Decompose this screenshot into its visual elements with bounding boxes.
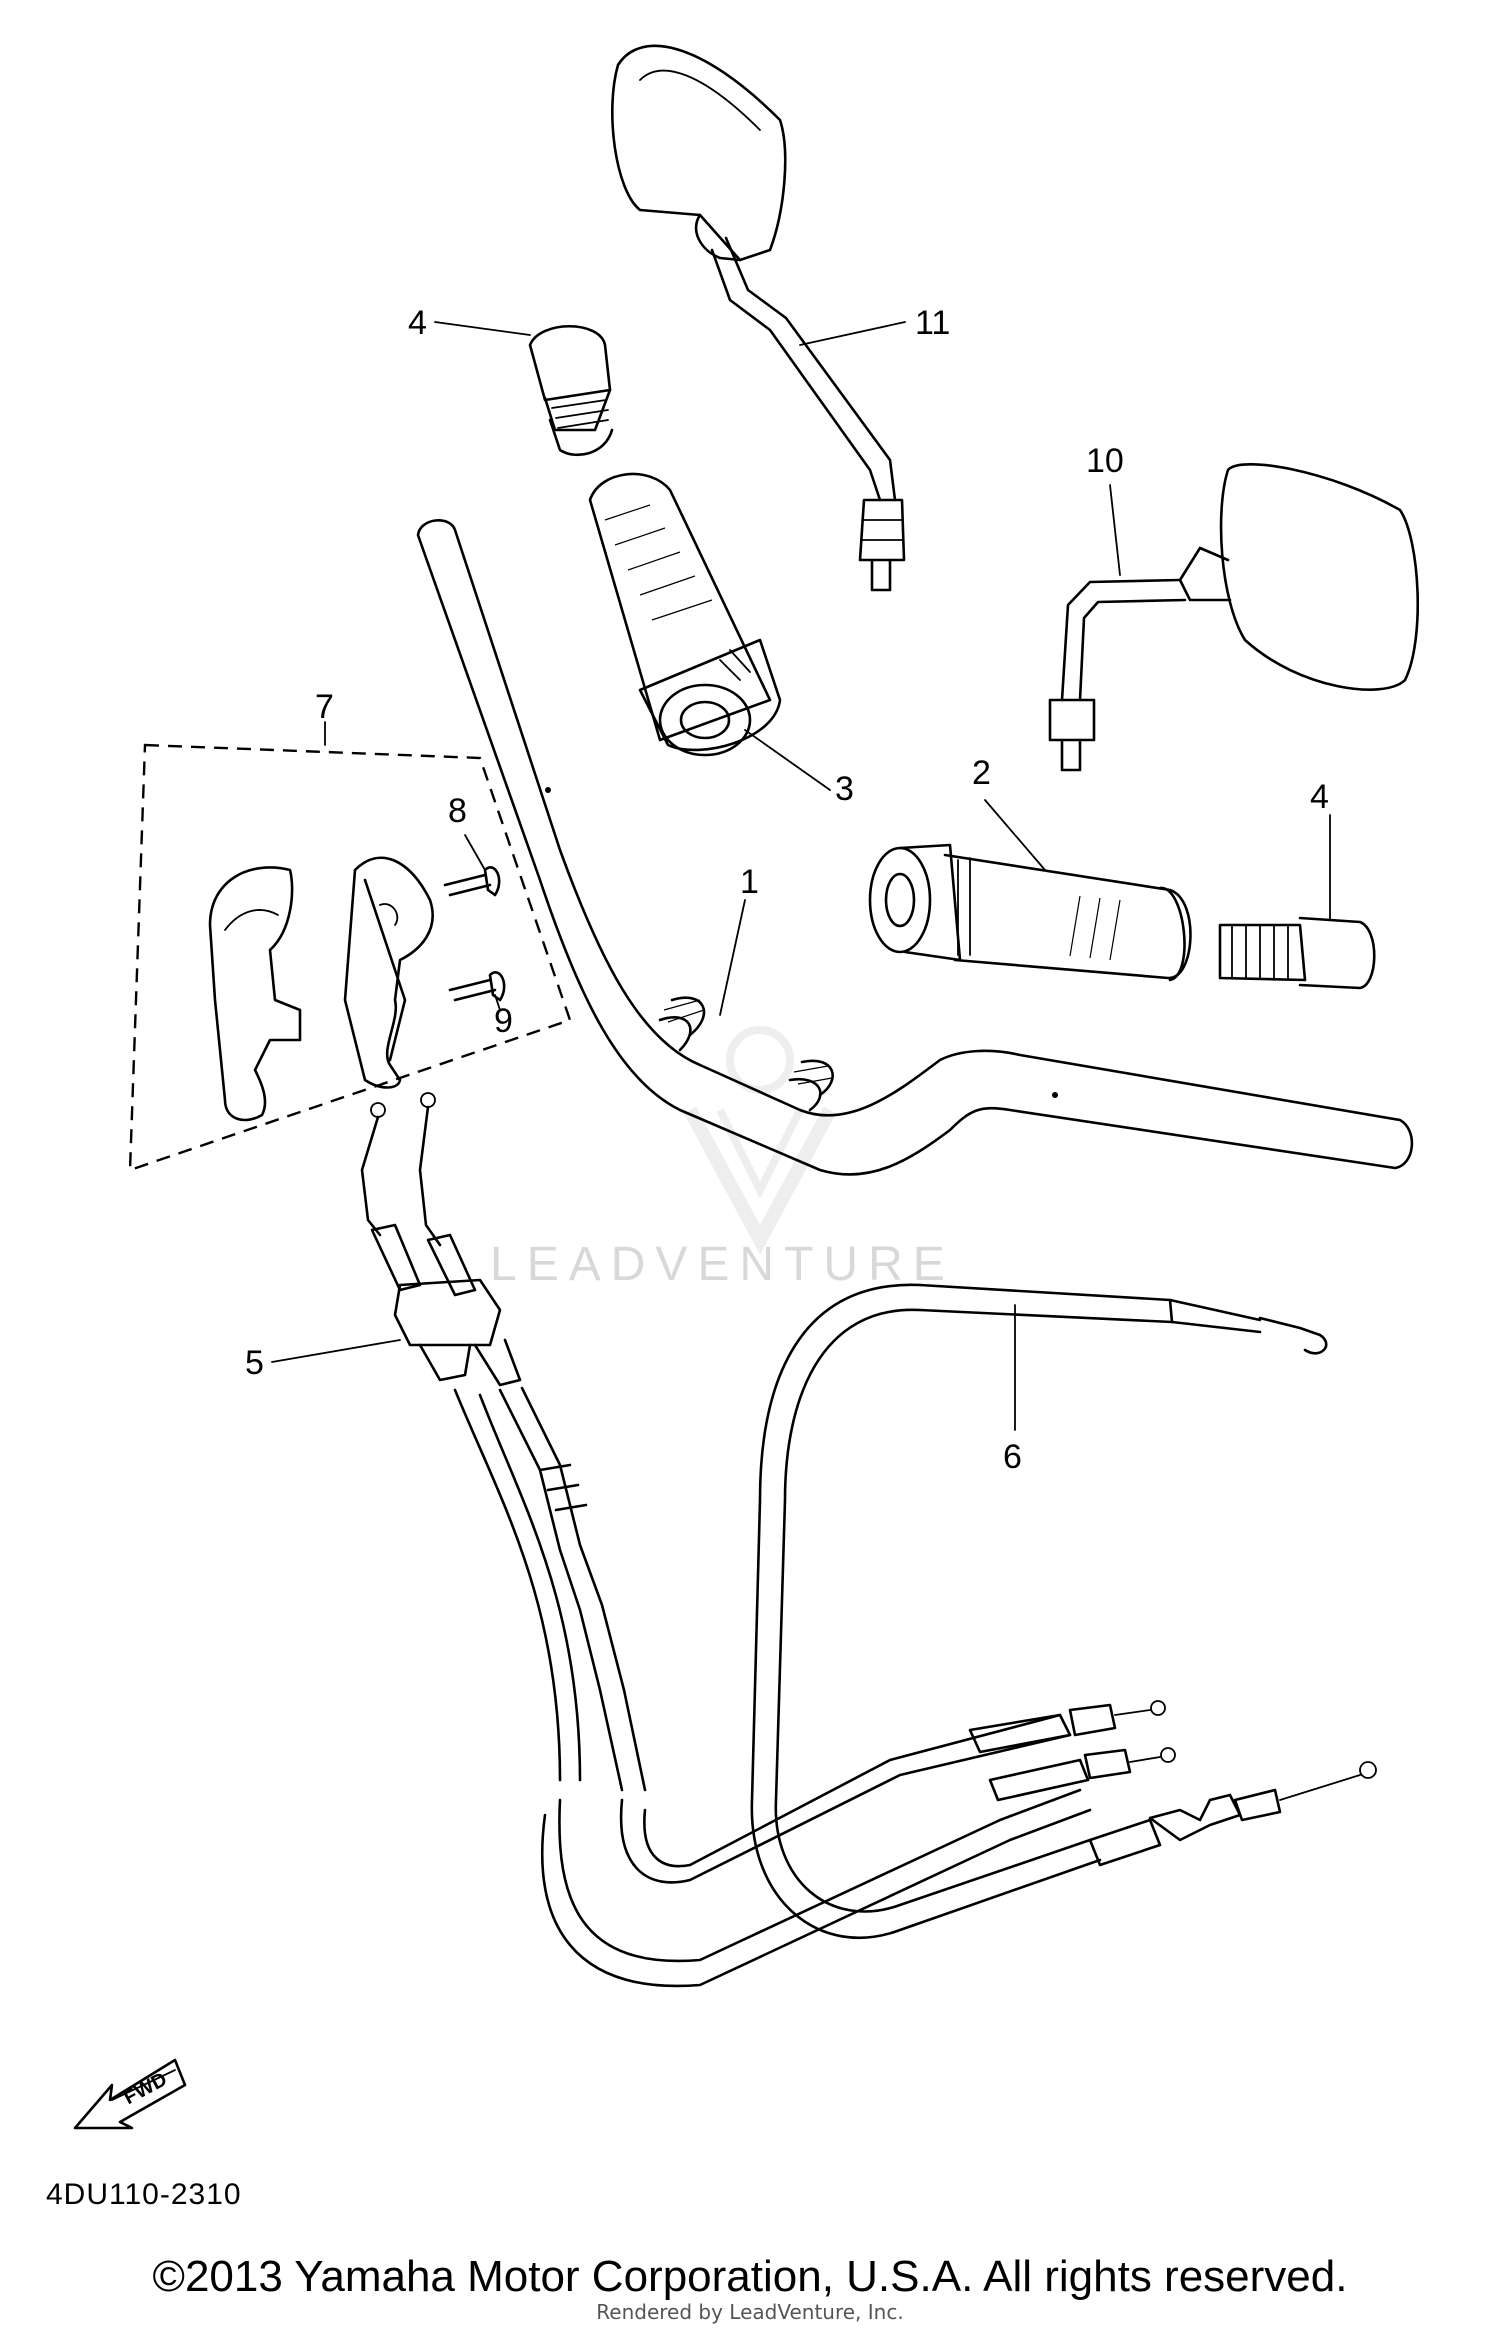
throttle-housing-group: [128, 743, 572, 1172]
callout-4-lower: 4: [1310, 778, 1329, 816]
fwd-label: FWD: [120, 2068, 171, 2109]
grip-end-upper-part: [528, 325, 614, 457]
callout-11: 11: [915, 304, 950, 342]
handlebar-part: [416, 519, 1414, 1176]
callout-4-upper: 4: [408, 304, 427, 342]
copyright-notice: ©2013 Yamaha Motor Corporation, U.S.A. A…: [152, 2252, 1348, 2301]
callout-6: 6: [1003, 1438, 1022, 1476]
grip-throttle-part: [588, 472, 782, 757]
callout-5: 5: [245, 1344, 264, 1382]
rendered-by-note: Rendered by LeadVenture, Inc.: [596, 2300, 904, 2324]
grip-clutch-part: [868, 843, 1192, 982]
callout-8: 8: [448, 792, 467, 830]
callout-9: 9: [494, 1002, 513, 1040]
callout-1: 1: [740, 863, 759, 901]
callout-10: 10: [1086, 442, 1124, 480]
callout-7: 7: [315, 688, 334, 726]
grip-end-lower-part: [1218, 916, 1376, 990]
screw-9-part: [448, 971, 506, 1002]
mirror-right-part: [1048, 463, 1420, 772]
screw-8-part: [443, 866, 501, 897]
fwd-arrow-icon: FWD: [73, 2058, 187, 2130]
leader-lines: [271, 321, 1331, 1431]
diagram-reference-code: 4DU110-2310: [46, 2178, 242, 2211]
callout-3: 3: [835, 770, 854, 808]
watermark-logo: [683, 1026, 837, 1255]
clutch-cable-part: [750, 1283, 1377, 1940]
callout-2: 2: [972, 754, 991, 792]
mirror-left-part: [610, 44, 906, 592]
throttle-cable-part: [360, 1092, 1176, 1988]
watermark-text: LEADVENTURE: [490, 1238, 955, 1291]
